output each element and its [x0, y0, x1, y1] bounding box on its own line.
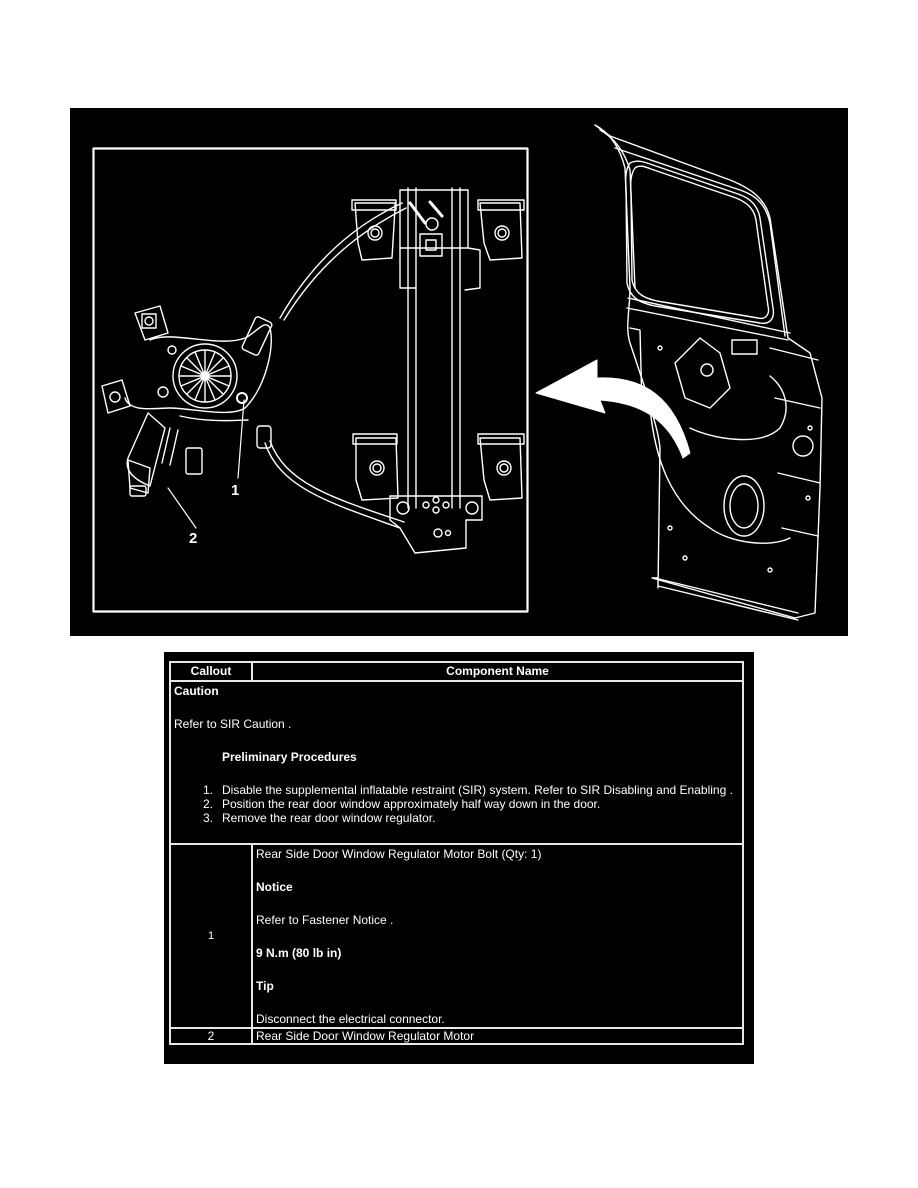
step-number: 1.	[202, 783, 213, 797]
rear-door-drawing	[594, 124, 823, 621]
callout-cell: 1	[169, 843, 253, 1029]
tip-title: Tip	[256, 979, 274, 993]
table-header-row: Callout Component Name	[169, 661, 744, 682]
step-number: 2.	[202, 797, 213, 811]
callout-1-leader	[237, 399, 245, 479]
preliminary-procedures-title: Preliminary Procedures	[222, 750, 357, 764]
header-component-name: Component Name	[251, 661, 744, 682]
step-item: 2. Position the rear door window approxi…	[174, 797, 739, 811]
header-callout: Callout	[169, 661, 253, 682]
step-item: 3. Remove the rear door window regulator…	[174, 811, 739, 825]
component-name: Rear Side Door Window Regulator Motor Bo…	[256, 847, 542, 861]
torque-spec: 9 N.m (80 lb in)	[256, 946, 342, 960]
component-table-container: Callout Component Name Caution Refer to …	[164, 652, 754, 1064]
tip-text: Disconnect the electrical connector.	[256, 1012, 445, 1026]
regulator-rail	[351, 187, 525, 554]
callout-label-2: 2	[189, 530, 198, 547]
direction-arrow-icon	[535, 359, 691, 459]
callout-label-1: 1	[231, 482, 240, 499]
window-regulator-motor	[101, 305, 272, 497]
detail-frame	[92, 147, 529, 613]
table-row: 1 Rear Side Door Window Regulator Motor …	[169, 843, 744, 1029]
step-text: Remove the rear door window regulator.	[222, 811, 436, 825]
component-cell: Rear Side Door Window Regulator Motor Bo…	[251, 843, 744, 1029]
step-text: Position the rear door window approximat…	[222, 797, 601, 811]
step-text: Disable the supplemental inflatable rest…	[222, 783, 733, 797]
table-row: 2 Rear Side Door Window Regulator Motor	[169, 1027, 744, 1045]
step-item: 1. Disable the supplemental inflatable r…	[174, 783, 739, 797]
callout-2-leader	[167, 487, 197, 529]
component-table: Callout Component Name Caution Refer to …	[169, 661, 744, 1045]
notice-title: Notice	[256, 880, 293, 894]
caution-row: Caution Refer to SIR Caution . Prelimina…	[169, 680, 744, 845]
caution-text: Refer to SIR Caution .	[174, 717, 292, 731]
notice-text: Refer to Fastener Notice .	[256, 913, 394, 927]
caution-cell: Caution Refer to SIR Caution . Prelimina…	[169, 680, 744, 845]
callout-cell: 2	[169, 1027, 253, 1045]
step-number: 3.	[202, 811, 213, 825]
regulator-cables	[241, 202, 407, 529]
component-name: Rear Side Door Window Regulator Motor	[251, 1027, 744, 1045]
regulator-motor-illustration: 1 2	[70, 108, 848, 636]
preliminary-steps-list: 1. Disable the supplemental inflatable r…	[174, 783, 739, 825]
line-art-drawing	[92, 124, 823, 621]
caution-title: Caution	[174, 684, 219, 698]
